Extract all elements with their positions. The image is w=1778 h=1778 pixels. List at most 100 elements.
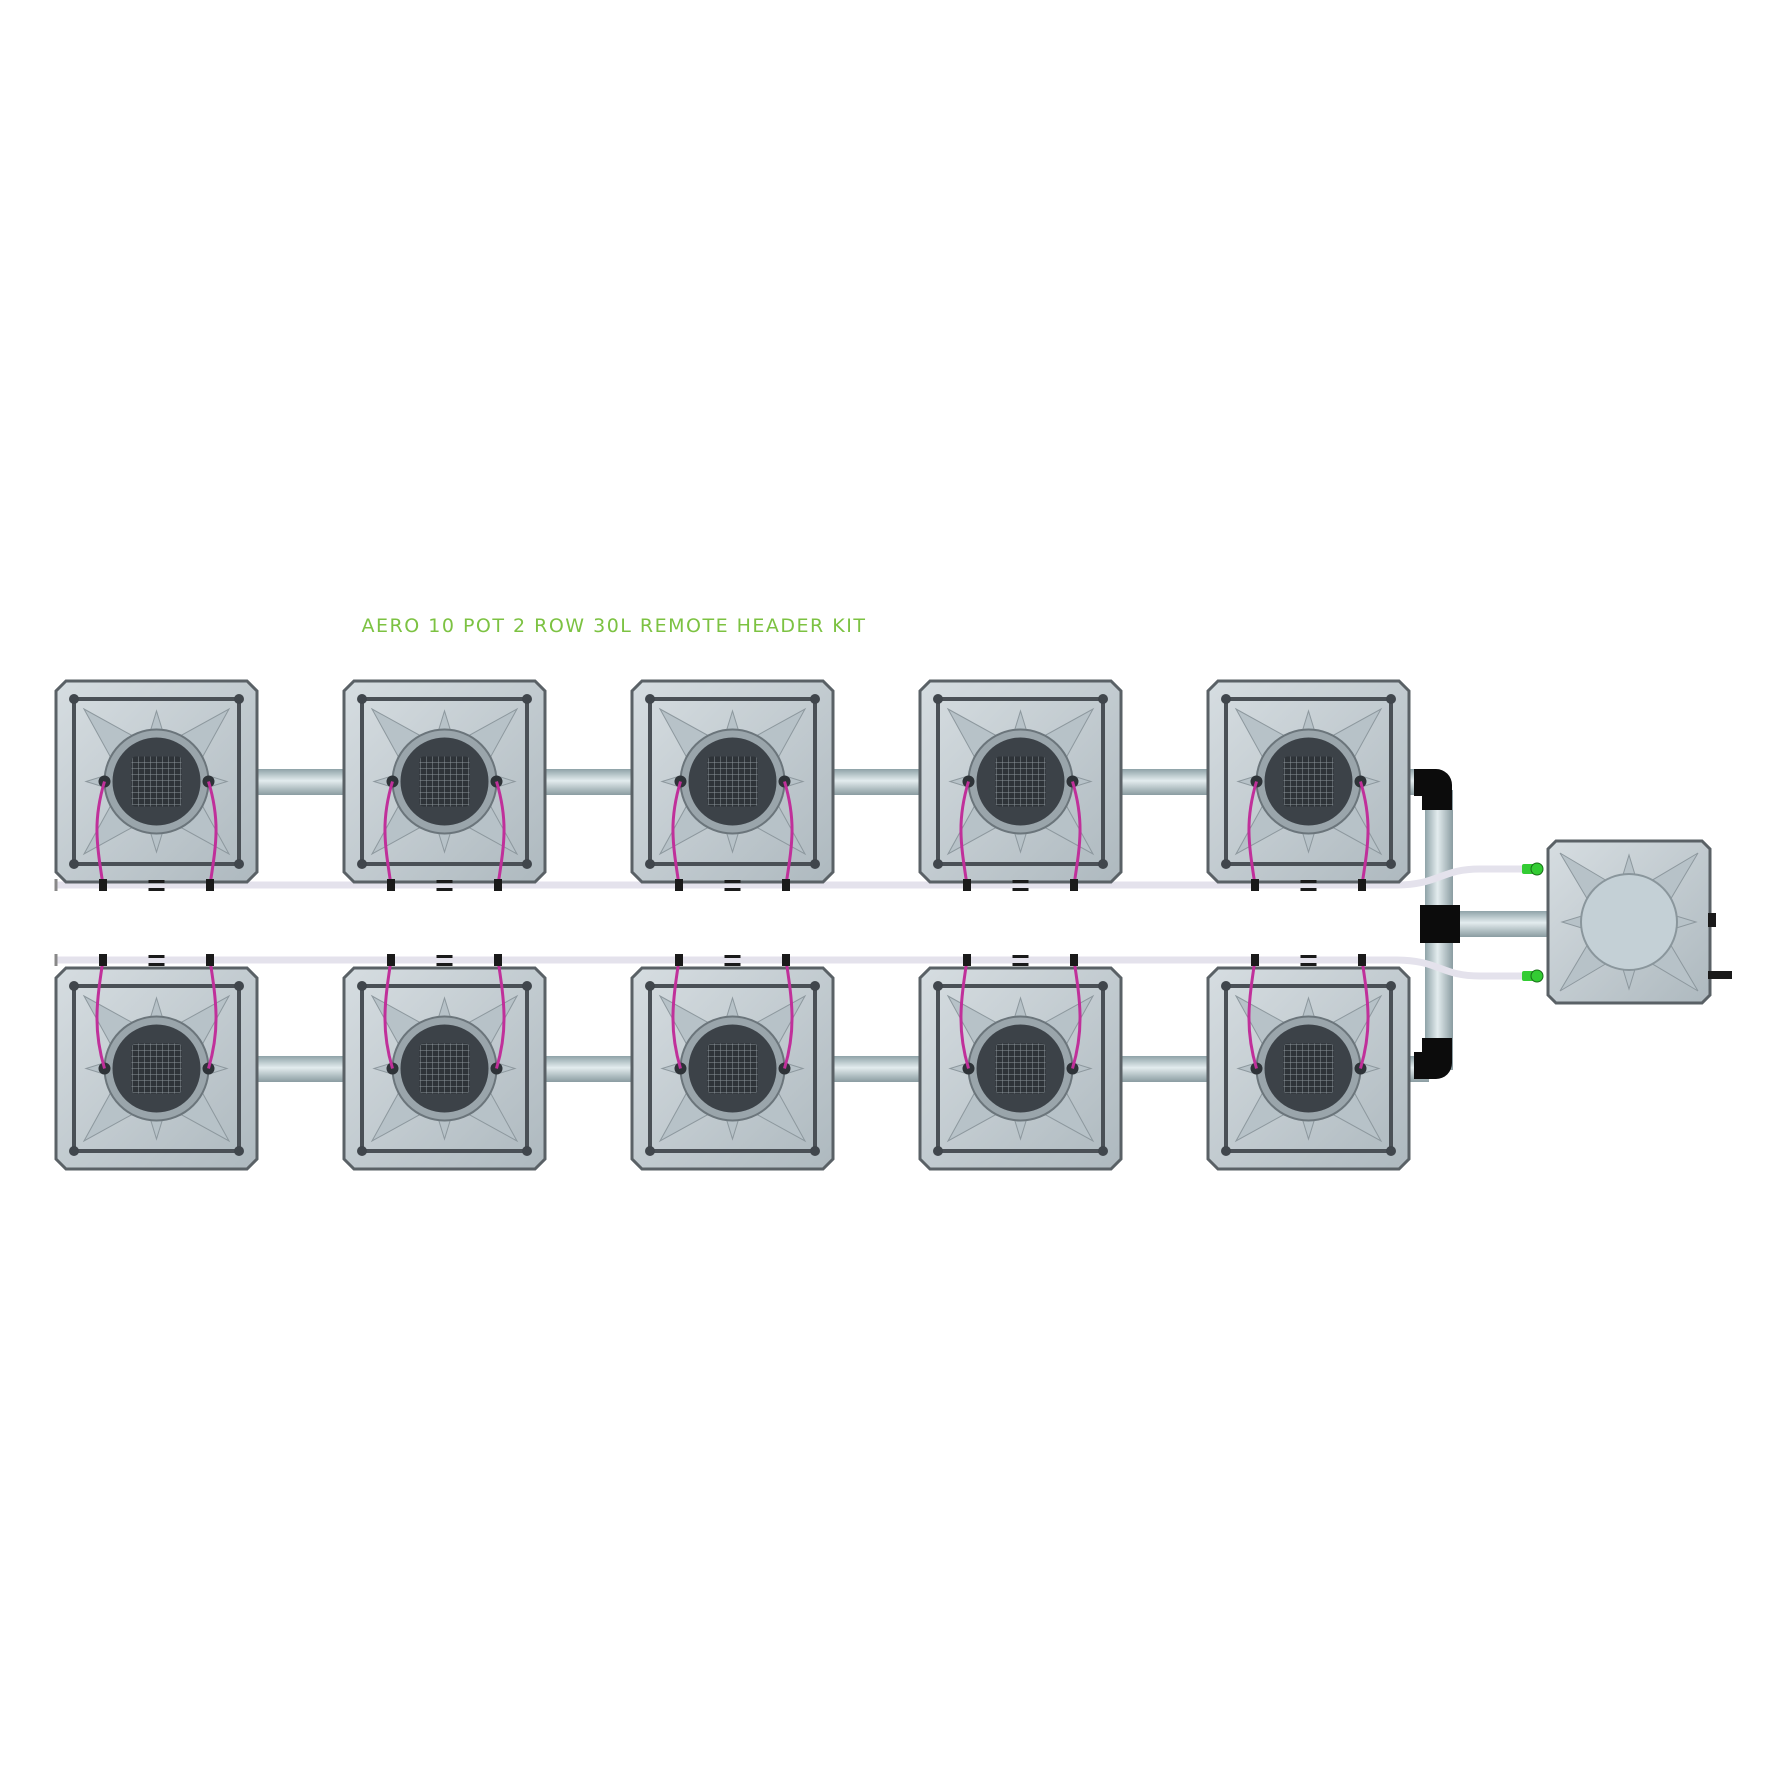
screw-icon <box>234 859 244 869</box>
hose-clip <box>724 955 741 958</box>
row-pipe-segment <box>545 1056 632 1082</box>
screw-icon <box>69 1146 79 1156</box>
hose-tee-fitting <box>494 879 502 891</box>
pot-frame <box>1224 984 1393 1153</box>
hose-network <box>54 862 1544 983</box>
hose-tee-fitting <box>782 879 790 891</box>
hose-tee-fitting <box>1358 954 1366 966</box>
row-pipe-segment <box>1121 769 1208 795</box>
hose-tee-fitting <box>963 954 971 966</box>
hose-clip <box>1300 963 1317 966</box>
screw-icon <box>1098 694 1108 704</box>
pot-frame <box>72 984 241 1153</box>
screw-icon <box>645 981 655 991</box>
dripper-line <box>495 781 506 886</box>
grow-pot <box>630 679 835 891</box>
row-pipe-segment <box>833 769 920 795</box>
dripper-line <box>495 959 506 1069</box>
hose-clip <box>1300 888 1317 891</box>
screw-icon <box>810 859 820 869</box>
hose-tee-fitting <box>1070 879 1078 891</box>
hose-clip <box>1300 955 1317 958</box>
grow-pot <box>54 679 259 891</box>
pot-grid <box>54 679 1411 1171</box>
hose-tee-fitting <box>206 954 214 966</box>
hose-clip <box>148 963 165 966</box>
tee-fitting <box>1420 905 1460 943</box>
hose-clip <box>1012 963 1029 966</box>
hose-tee-fitting <box>782 954 790 966</box>
net-pot-mesh <box>419 1043 470 1094</box>
hose-tee-fitting <box>387 879 395 891</box>
screw-icon <box>1098 859 1108 869</box>
header-outlet <box>1708 913 1716 927</box>
hose-clip <box>148 888 165 891</box>
row-pipe-segment <box>257 769 344 795</box>
screw-icon <box>1386 694 1396 704</box>
net-pot-mesh <box>131 1043 182 1094</box>
dripper-line <box>959 781 970 886</box>
grow-pot <box>342 954 547 1171</box>
net-pot-mesh <box>1283 756 1334 807</box>
dripper-line <box>1247 959 1258 1069</box>
dripper-line <box>1071 959 1082 1069</box>
net-pot-mesh <box>131 756 182 807</box>
screw-icon <box>522 1146 532 1156</box>
pipe-network <box>257 769 1548 1082</box>
hose-tee-fitting <box>387 954 395 966</box>
kit-title: AERO 10 POT 2 ROW 30L REMOTE HEADER KIT <box>362 615 867 637</box>
row-pipe-segment <box>1121 1056 1208 1082</box>
screw-icon <box>810 694 820 704</box>
screw-icon <box>1221 694 1231 704</box>
screw-icon <box>357 1146 367 1156</box>
screw-icon <box>810 981 820 991</box>
screw-icon <box>357 694 367 704</box>
screw-icon <box>1221 1146 1231 1156</box>
net-pot-mesh <box>707 756 758 807</box>
remote-header-unit <box>1546 839 1732 1005</box>
screw-icon <box>1098 1146 1108 1156</box>
pot-frame <box>1224 697 1393 866</box>
hose-tee-fitting <box>963 879 971 891</box>
row-pipe-segment <box>257 1056 344 1082</box>
net-pot-mesh <box>995 756 1046 807</box>
hose-tee-fitting <box>1251 954 1259 966</box>
hose-tee-fitting <box>99 954 107 966</box>
dripper-line <box>671 959 682 1069</box>
header-lid-cap <box>1580 873 1678 971</box>
header-drain <box>1708 971 1732 979</box>
dripper-line <box>1359 959 1370 1069</box>
irrigation-hose-top <box>56 865 1535 889</box>
screw-icon <box>1221 859 1231 869</box>
grow-pot <box>630 954 835 1171</box>
screw-icon <box>234 1146 244 1156</box>
dripper-line <box>95 959 106 1069</box>
hose-tee-fitting <box>1358 879 1366 891</box>
hose-tee-fitting <box>1070 954 1078 966</box>
hose-clip <box>148 880 165 883</box>
hose-clip <box>436 880 453 883</box>
screw-icon <box>234 694 244 704</box>
net-pot-mesh <box>995 1043 1046 1094</box>
hose-tee-fitting <box>1251 879 1259 891</box>
screw-icon <box>69 981 79 991</box>
screw-icon <box>522 859 532 869</box>
row-pipe-segment <box>545 769 632 795</box>
pot-frame <box>648 697 817 866</box>
hose-clip <box>1300 880 1317 883</box>
grow-pot <box>1206 679 1411 891</box>
hose-tee-fitting <box>494 954 502 966</box>
hose-tee-fitting <box>675 954 683 966</box>
net-pot-mesh <box>419 756 470 807</box>
screw-icon <box>645 1146 655 1156</box>
pot-frame <box>72 697 241 866</box>
screw-icon <box>933 981 943 991</box>
hose-tee-fitting <box>206 879 214 891</box>
pot-frame <box>360 984 529 1153</box>
screw-icon <box>234 981 244 991</box>
dripper-line <box>783 781 794 886</box>
screw-icon <box>357 981 367 991</box>
screw-icon <box>810 1146 820 1156</box>
hose-clip <box>436 955 453 958</box>
